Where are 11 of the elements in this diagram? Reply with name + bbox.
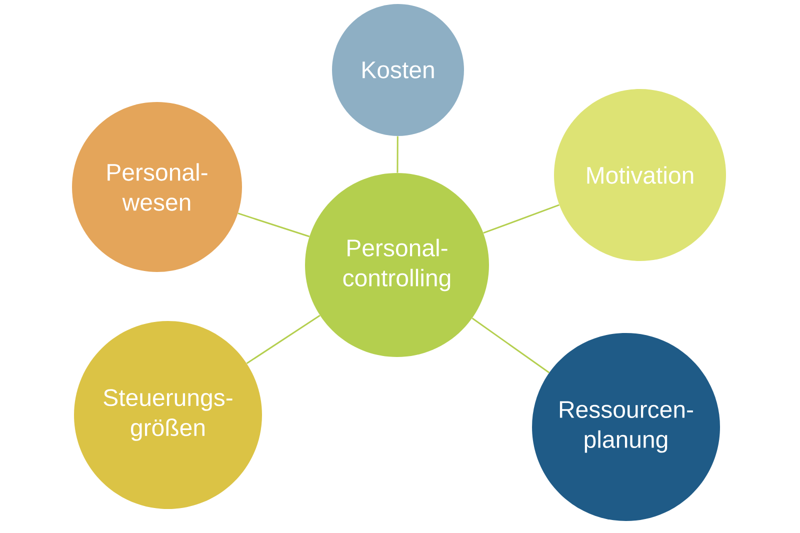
- circle-node: Personal- wesen: [72, 102, 242, 272]
- connector-line: [483, 204, 560, 234]
- circle-node: Motivation: [554, 89, 726, 261]
- connector-line: [238, 212, 310, 238]
- circle-node: Kosten: [332, 4, 464, 136]
- circle-node: Ressourcen- planung: [532, 333, 720, 521]
- circle-node: Personal- controlling: [305, 173, 489, 357]
- circle-node: Steuerungs- größen: [74, 321, 262, 509]
- connector-line: [472, 318, 550, 374]
- connector-line: [246, 314, 320, 364]
- connector-line: [396, 136, 398, 173]
